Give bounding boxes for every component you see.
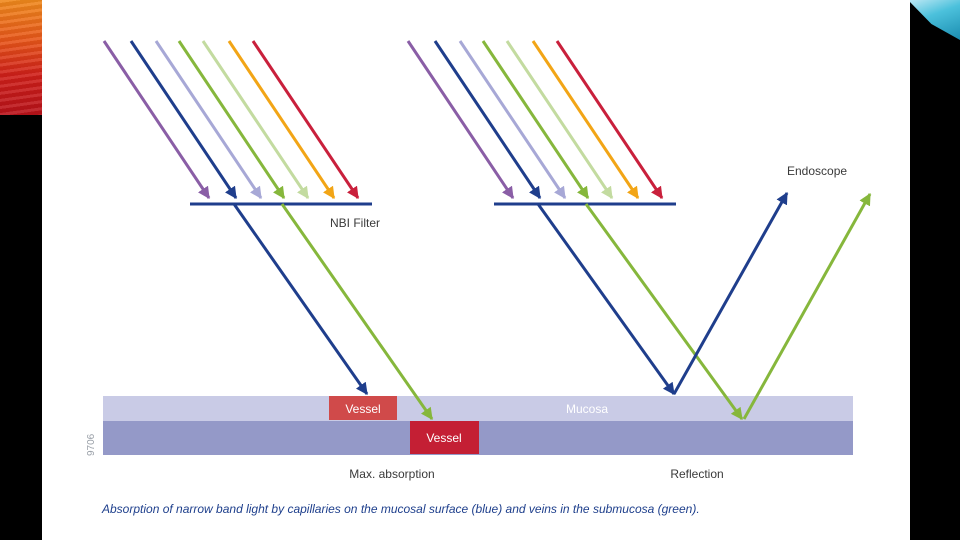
ray-light-green — [201, 40, 310, 199]
vessel-deep-label: Vessel — [426, 431, 461, 445]
blue-ray-reflected — [672, 191, 789, 395]
reflection-label: Reflection — [670, 467, 723, 481]
ray-orange — [531, 40, 640, 199]
vessel-surface-box — [329, 396, 397, 420]
ray-purple — [102, 40, 211, 199]
diagram-panel: NBI Filter Endoscope Vessel Vessel Mucos… — [42, 0, 910, 540]
vessel-surface-label: Vessel — [345, 402, 380, 416]
ray-purple — [406, 40, 515, 199]
figure-caption: Absorption of narrow band light by capil… — [101, 502, 700, 516]
ray-lavender — [458, 40, 567, 199]
ray-blue — [129, 40, 238, 199]
left-incoming-spectrum — [102, 40, 360, 199]
vessel-deep-box — [410, 421, 479, 454]
ray-orange — [227, 40, 336, 199]
right-incoming-spectrum — [406, 40, 664, 199]
nbi-diagram: NBI Filter Endoscope Vessel Vessel Mucos… — [86, 40, 872, 516]
green-ray-to-vessel — [280, 203, 434, 420]
max-absorption-label: Max. absorption — [349, 467, 434, 481]
ray-red — [555, 40, 664, 199]
ray-light-green — [505, 40, 614, 199]
blue-ray-to-vessel — [232, 203, 369, 395]
blue-ray-down — [536, 203, 676, 395]
right-decorative-stripe — [908, 0, 960, 40]
green-ray-reflected — [742, 192, 872, 420]
mucosa-label: Mucosa — [566, 402, 608, 416]
ray-green — [177, 40, 286, 199]
nbi-filter-label: NBI Filter — [330, 216, 380, 230]
ray-lavender — [154, 40, 263, 199]
endoscope-label: Endoscope — [787, 164, 847, 178]
green-ray-down — [584, 203, 744, 420]
left-decorative-stripe — [0, 0, 42, 115]
figure-code: 9706 — [86, 433, 97, 456]
ray-blue — [433, 40, 542, 199]
ray-red — [251, 40, 360, 199]
ray-green — [481, 40, 590, 199]
